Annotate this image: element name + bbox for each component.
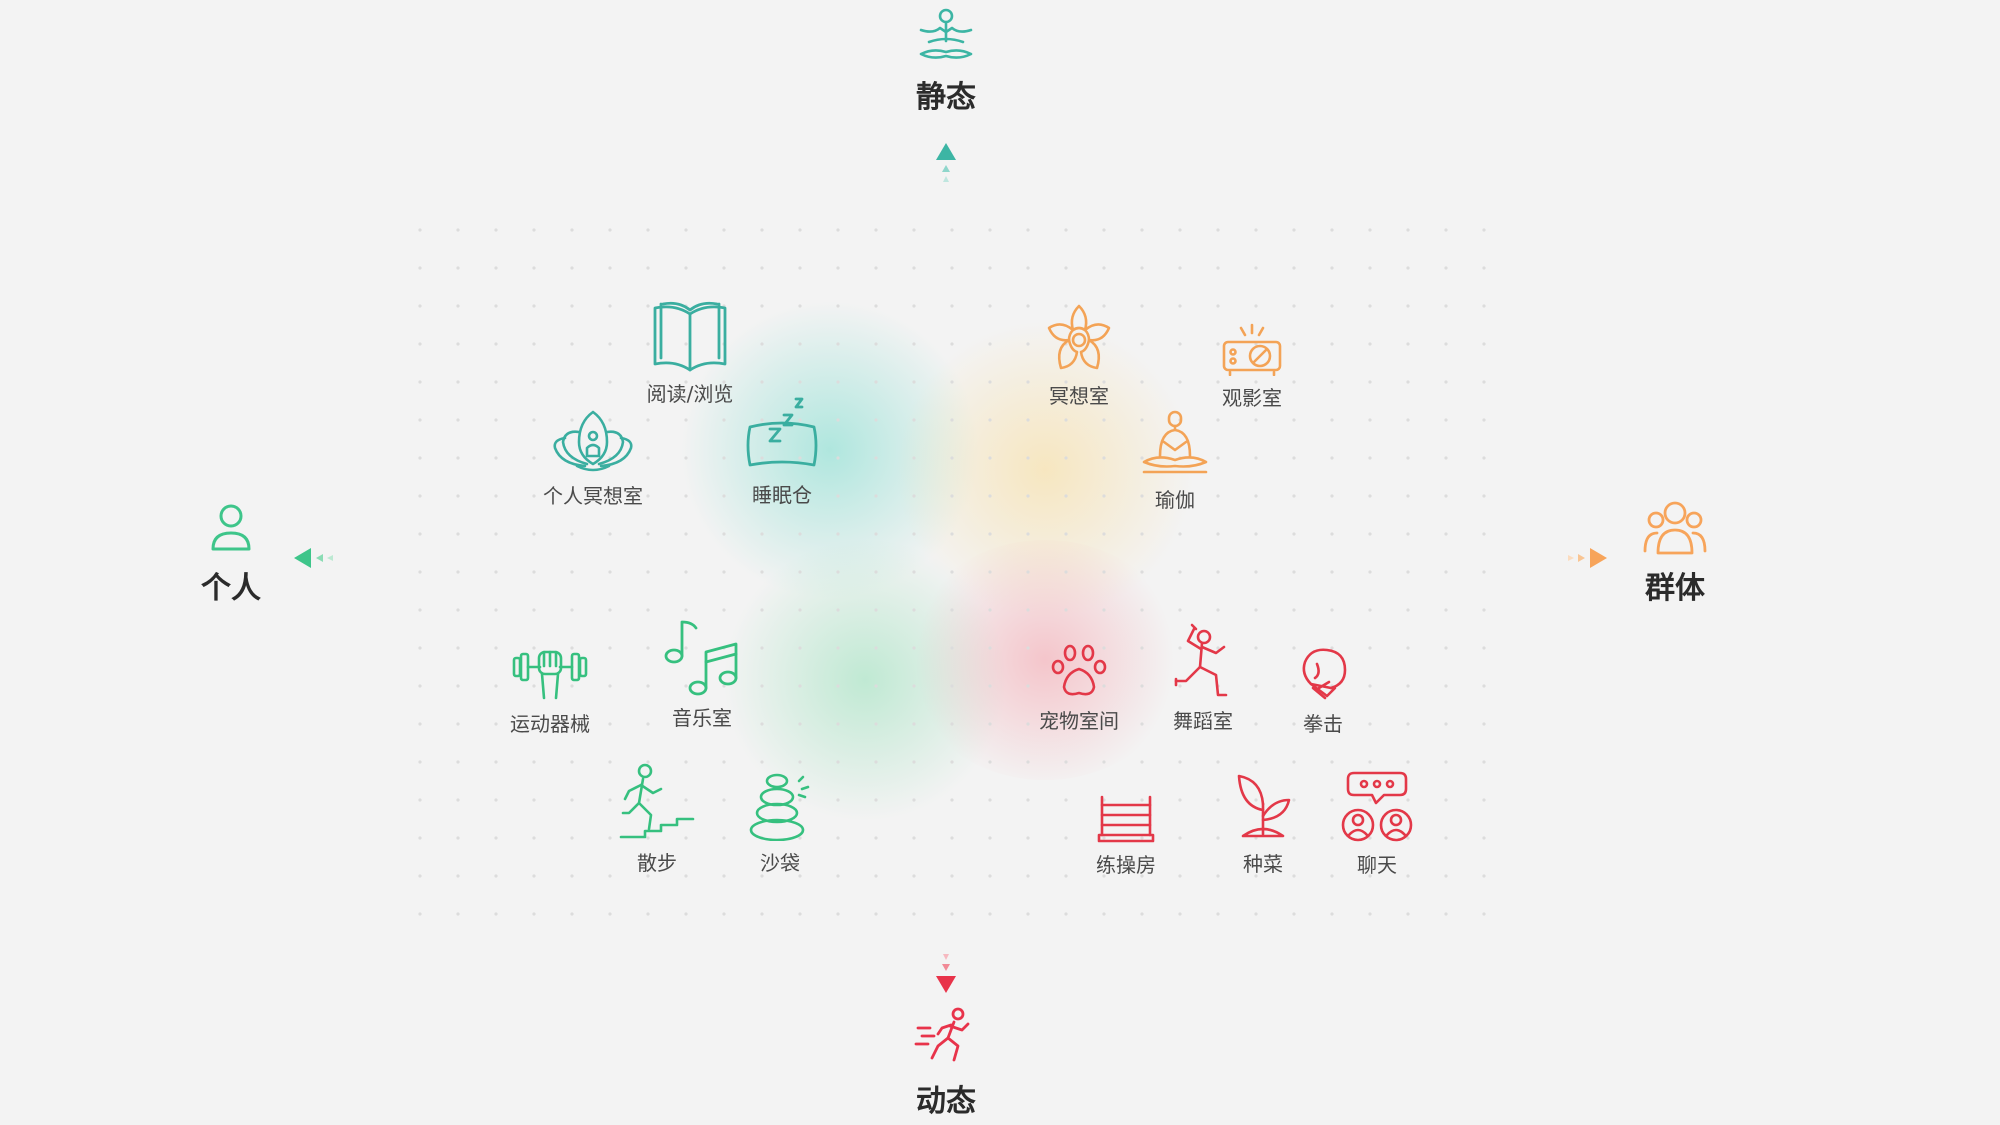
item-label: 阅读/浏览 xyxy=(646,382,734,406)
sleep-pillow-icon xyxy=(746,397,818,467)
item-label: 观影室 xyxy=(1222,386,1282,410)
axis-label-right: 群体 xyxy=(1645,571,1705,606)
item-label: 舞蹈室 xyxy=(1173,709,1233,733)
item-boxing[interactable]: 拳击 xyxy=(1243,644,1403,737)
dot-grid xyxy=(395,205,1505,925)
running-person-icon xyxy=(914,1006,978,1070)
arrow-left xyxy=(294,548,333,568)
item-label: 沙袋 xyxy=(760,851,800,875)
stacked-stones-icon xyxy=(749,773,810,841)
walking-stairs-icon xyxy=(619,763,695,839)
paw-print-icon xyxy=(1051,644,1107,696)
arrow-right xyxy=(1568,548,1607,568)
dumbbell-fist-icon xyxy=(512,650,588,700)
item-music-room[interactable]: 音乐室 xyxy=(622,618,782,731)
axis-label-left: 个人 xyxy=(201,571,261,606)
item-chat[interactable]: 聊天 xyxy=(1297,769,1457,878)
item-label: 聊天 xyxy=(1357,853,1397,877)
item-personal-meditation[interactable]: 个人冥想室 xyxy=(513,408,673,509)
sprout-icon xyxy=(1237,774,1291,838)
item-label: 宠物室间 xyxy=(1039,709,1119,733)
group-people-icon xyxy=(1642,500,1708,560)
chat-people-icon xyxy=(1341,771,1413,842)
gym-ring-icon xyxy=(1097,795,1155,843)
item-pet-room[interactable]: 宠物室间 xyxy=(999,643,1159,734)
item-label: 运动器械 xyxy=(510,712,590,736)
boxing-glove-icon xyxy=(1302,648,1347,700)
music-notes-icon xyxy=(664,620,738,696)
item-exercise-room[interactable]: 练操房 xyxy=(1046,793,1206,878)
item-dance-room[interactable]: 舞蹈室 xyxy=(1123,623,1283,734)
item-label: 冥想室 xyxy=(1049,384,1109,408)
item-label: 拳击 xyxy=(1303,712,1343,736)
arrow-down xyxy=(936,954,956,993)
axis-label-top: 静态 xyxy=(916,80,976,115)
meditation-person-icon xyxy=(915,8,977,68)
item-label: 种菜 xyxy=(1243,852,1283,876)
item-walking[interactable]: 散步 xyxy=(577,763,737,876)
item-screening-room[interactable]: 观影室 xyxy=(1172,322,1332,411)
item-label: 睡眠仓 xyxy=(752,483,812,507)
item-label: 练操房 xyxy=(1096,853,1156,877)
item-label: 瑜伽 xyxy=(1155,488,1195,512)
item-yoga[interactable]: 瑜伽 xyxy=(1095,408,1255,513)
open-book-icon xyxy=(653,301,727,372)
axis-label-bottom: 动态 xyxy=(916,1084,976,1119)
item-gardening[interactable]: 种菜 xyxy=(1183,770,1343,877)
item-reading[interactable]: 阅读/浏览 xyxy=(610,300,770,407)
item-fitness-equipment[interactable]: 运动器械 xyxy=(470,642,630,737)
arrow-up xyxy=(936,143,956,182)
item-label: 音乐室 xyxy=(672,706,732,730)
item-meditation-room[interactable]: 冥想室 xyxy=(999,302,1159,409)
item-label: 散步 xyxy=(637,851,677,875)
item-sandbag[interactable]: 沙袋 xyxy=(700,771,860,876)
projector-icon xyxy=(1222,323,1282,376)
single-person-icon xyxy=(209,502,253,556)
item-sleep-pod[interactable]: 睡眠仓 xyxy=(702,393,862,508)
yoga-pose-icon xyxy=(1142,410,1208,474)
lotus-meditation-icon xyxy=(553,410,633,472)
flower-icon xyxy=(1047,304,1111,370)
dancer-icon xyxy=(1174,623,1228,697)
item-label: 个人冥想室 xyxy=(543,484,643,508)
